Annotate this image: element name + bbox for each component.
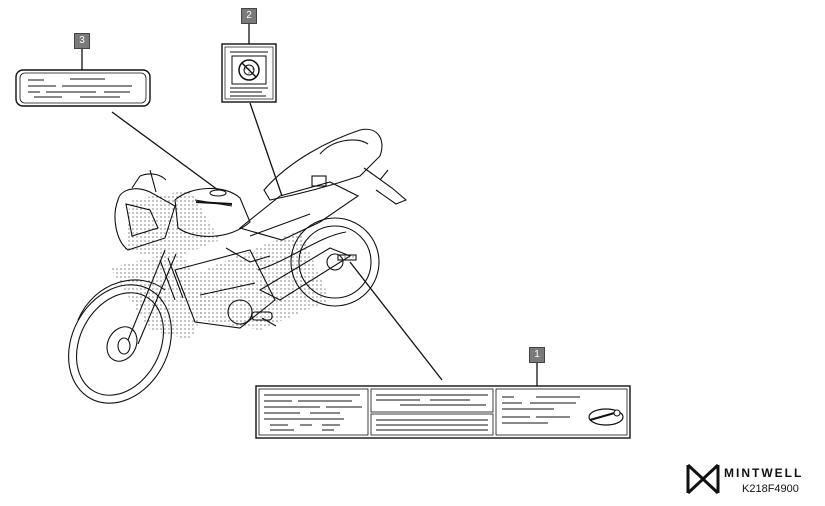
callout-3-badge: 3	[74, 33, 90, 49]
figure-code: K218F4900	[742, 483, 799, 495]
label-1-sticker	[255, 385, 631, 439]
callout-1-badge: 1	[529, 347, 545, 363]
label-2-sticker	[221, 43, 277, 103]
mintwell-logo-icon	[686, 463, 720, 495]
motorcycle-illustration	[68, 128, 408, 404]
label-3-sticker	[15, 69, 151, 107]
callout-2-badge: 2	[241, 8, 257, 24]
brand-name: MINTWELL	[724, 466, 804, 480]
